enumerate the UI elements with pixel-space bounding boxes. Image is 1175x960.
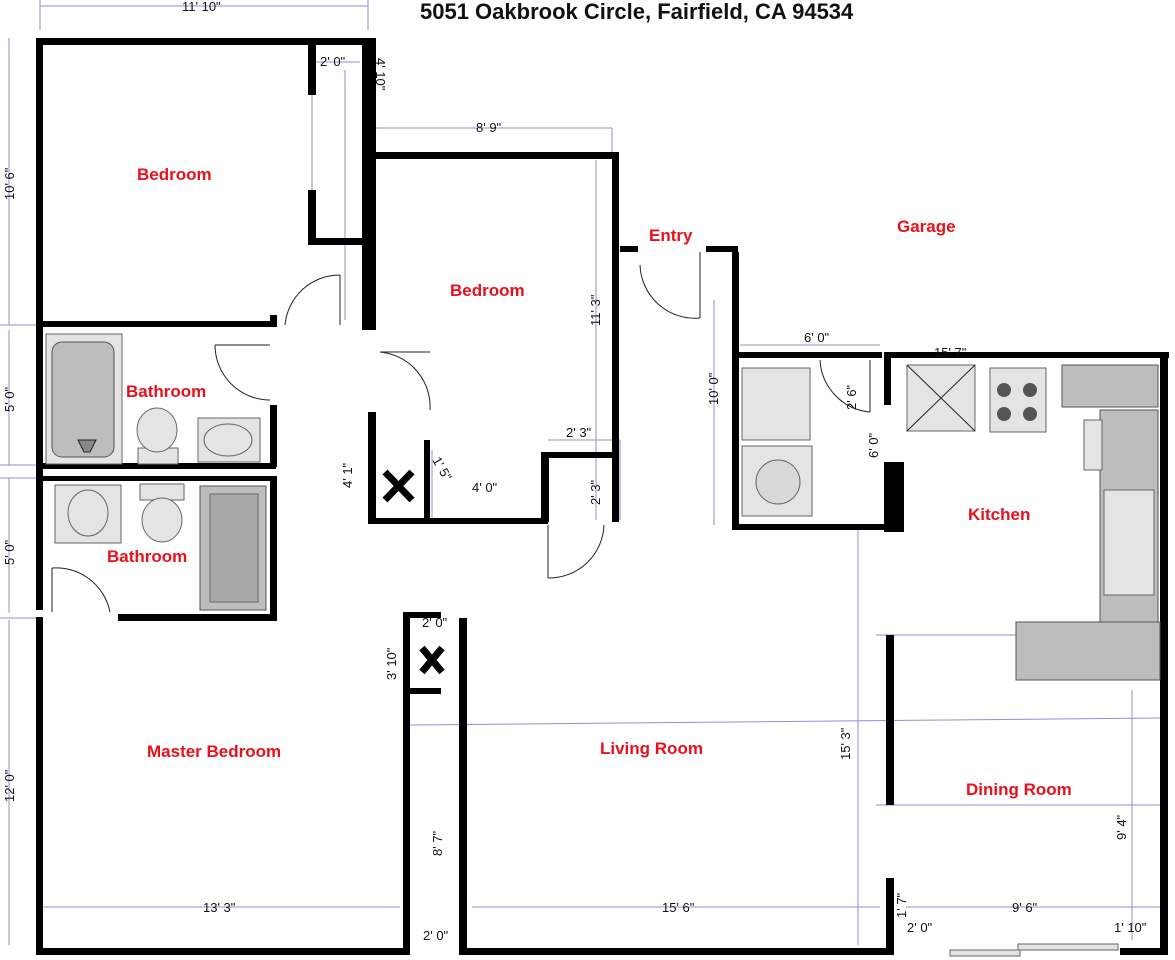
dim-garage-height: 10' 0"	[706, 372, 721, 405]
dim-laundry-door: 2' 6"	[844, 384, 859, 410]
plan-title: 5051 Oakbrook Circle, Fairfield, CA 9453…	[420, 0, 854, 24]
dim-laundry-width: 6' 0"	[804, 330, 830, 345]
dim-fireplace-closet-height: 3' 10"	[384, 647, 399, 680]
hvac-marker-icon	[382, 469, 415, 503]
dim-kitchen-width: 15' 7"	[934, 345, 967, 360]
dim-hall-closet-width: 4' 0"	[472, 480, 498, 495]
label-bedroom-1: Bedroom	[137, 165, 212, 184]
dim-bedroom-1-width: 11' 10"	[182, 0, 221, 14]
dim-laundry-height: 6' 0"	[866, 432, 881, 458]
dim-bedroom-2-width: 8' 9"	[476, 120, 502, 135]
label-bathroom-2: Bathroom	[107, 547, 187, 566]
dim-dining-height: 9' 4"	[1114, 814, 1129, 840]
dim-linen-height: 2' 3"	[588, 479, 603, 505]
dim-bath-1-height: 5' 0"	[2, 386, 17, 412]
dim-dining-right: 1' 10"	[1114, 920, 1147, 935]
label-living-room: Living Room	[600, 739, 703, 758]
dim-linen-1: 1' 5"	[429, 454, 455, 484]
dim-bedroom-1-height: 10' 6"	[2, 167, 17, 200]
dim-hall-height: 8' 7"	[430, 830, 445, 856]
doors	[51, 252, 1119, 957]
dimension-labels: 11' 10" 10' 6" 2' 0" 4' 10" 8' 9" 11' 3"…	[2, 0, 1147, 943]
dim-master-height: 12' 0"	[2, 769, 17, 802]
toilet-icon-2	[141, 497, 183, 543]
label-bathroom-1: Bathroom	[126, 382, 206, 401]
dim-linen-width: 2' 3"	[566, 425, 592, 440]
dim-hall-closet-height: 4' 1"	[340, 462, 355, 488]
dimension-lines	[0, 0, 1165, 945]
dim-living-height: 15' 3"	[838, 727, 853, 760]
dim-dining-wall: 2' 0"	[907, 920, 933, 935]
dim-dining-width: 9' 6"	[1012, 900, 1038, 915]
dim-closet-1-height: 4' 10"	[373, 58, 388, 91]
dim-closet-1-width: 2' 0"	[320, 54, 346, 69]
dim-fireplace-closet-width: 2' 0"	[422, 615, 448, 630]
dryer-icon	[741, 367, 811, 441]
label-master-bedroom: Master Bedroom	[147, 742, 281, 761]
label-entry: Entry	[649, 226, 693, 245]
room-labels: Bedroom Bedroom Bathroom Bathroom Master…	[107, 165, 1072, 799]
dim-dining-post: 1' 7"	[894, 892, 909, 918]
fireplace-marker-icon	[419, 645, 445, 675]
label-garage: Garage	[897, 217, 956, 236]
kitchen-sink-icon	[1103, 489, 1155, 596]
dim-master-width: 13' 3"	[203, 900, 236, 915]
dim-bedroom-2-height: 11' 3"	[588, 294, 603, 326]
dim-bath-2-height: 5' 0"	[2, 539, 17, 565]
walls	[36, 38, 1169, 955]
label-dining-room: Dining Room	[966, 780, 1072, 799]
stove-icon	[989, 367, 1047, 433]
dim-hall-width: 2' 0"	[423, 928, 449, 943]
fixtures	[45, 333, 1161, 681]
dim-living-width: 15' 6"	[662, 900, 695, 915]
label-bedroom-2: Bedroom	[450, 281, 525, 300]
label-kitchen: Kitchen	[968, 505, 1030, 524]
